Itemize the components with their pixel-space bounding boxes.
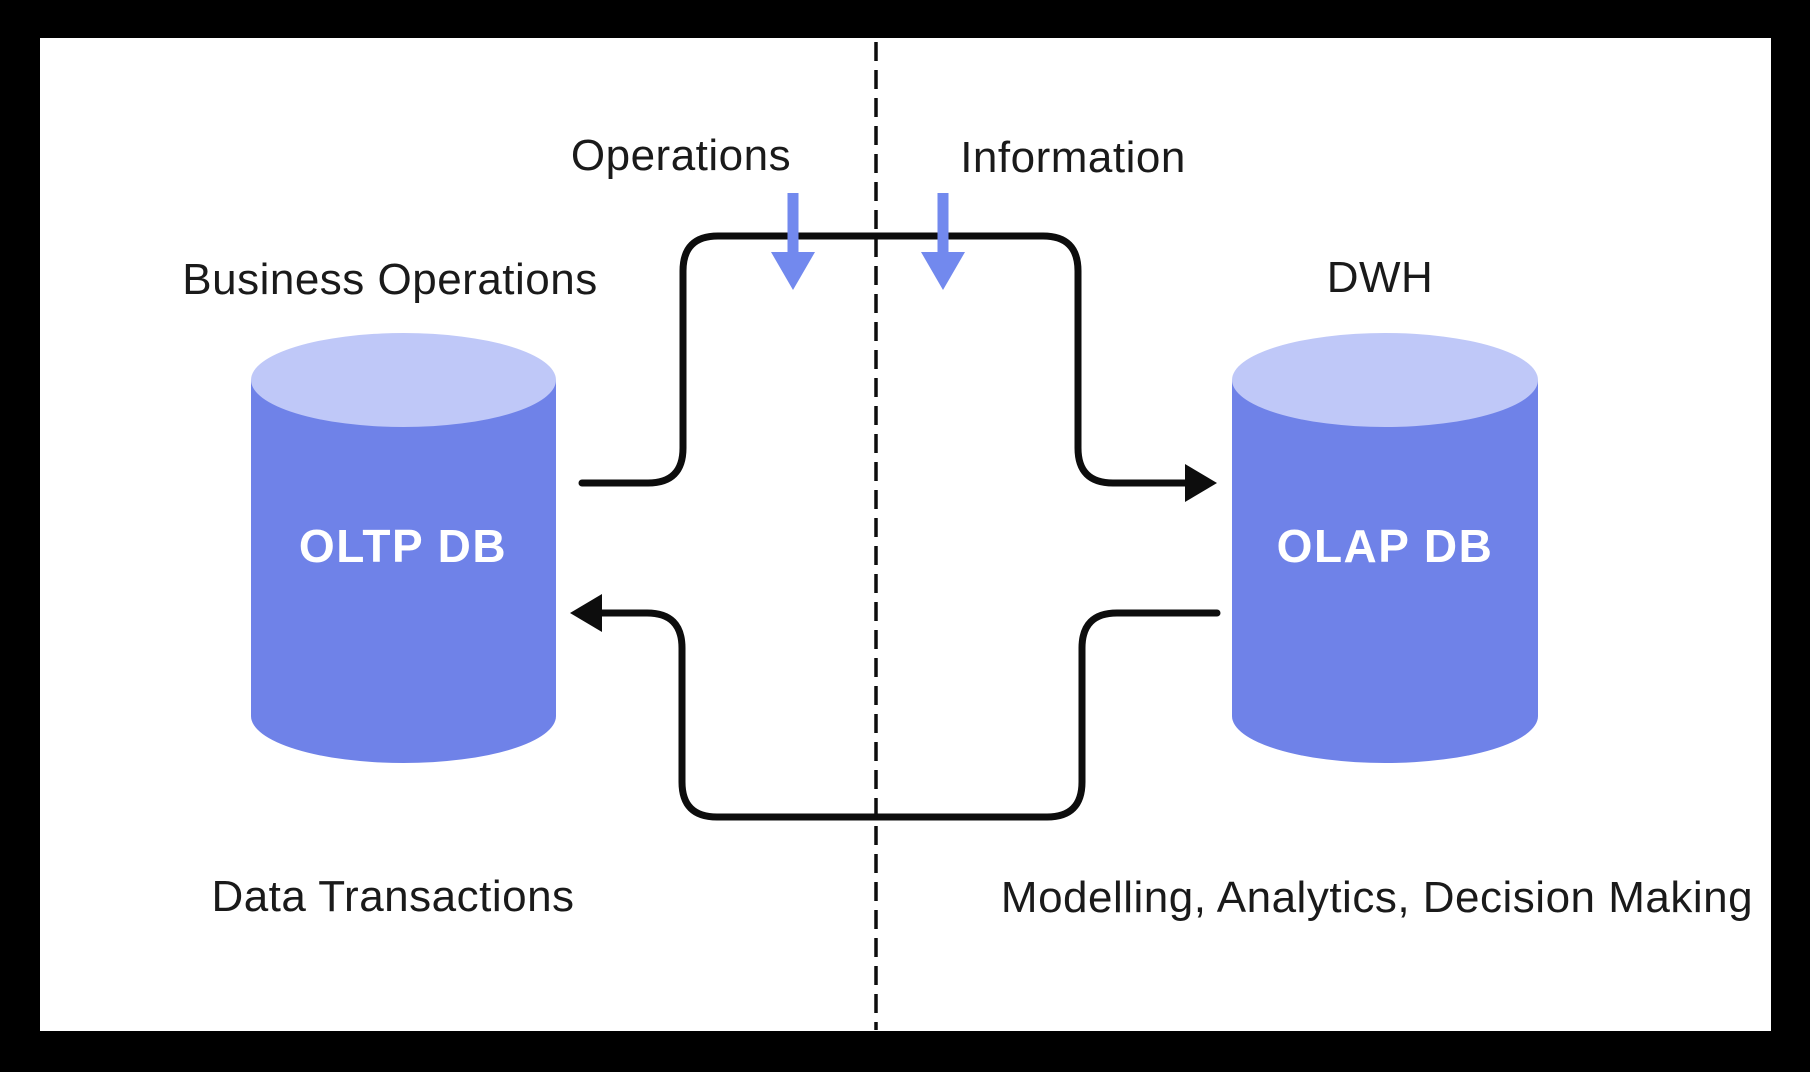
oltp-database-cylinder-icon: [251, 333, 556, 763]
operations-label: Operations: [570, 131, 792, 180]
flow-line-top: [578, 232, 1194, 487]
flow-path-oltp-to-olap: [578, 232, 1217, 502]
operations-down-arrow-icon: [771, 193, 815, 290]
information-down-arrow-icon: [921, 193, 965, 290]
arrowhead-left-icon: [570, 594, 602, 632]
information-label: Information: [960, 133, 1186, 182]
flow-line-bottom: [593, 609, 1221, 821]
modelling-analytics-label: Modelling, Analytics, Decision Making: [1000, 873, 1754, 922]
dwh-label: DWH: [1326, 253, 1434, 302]
olap-database-cylinder-icon: [1232, 333, 1538, 763]
flow-path-olap-to-oltp: [570, 594, 1221, 821]
arrowhead-right-icon: [1185, 464, 1217, 502]
oltp-db-label: OLTP DB: [298, 520, 508, 572]
data-transactions-label: Data Transactions: [211, 872, 575, 921]
business-operations-label: Business Operations: [182, 255, 598, 304]
olap-db-label: OLAP DB: [1276, 520, 1494, 572]
